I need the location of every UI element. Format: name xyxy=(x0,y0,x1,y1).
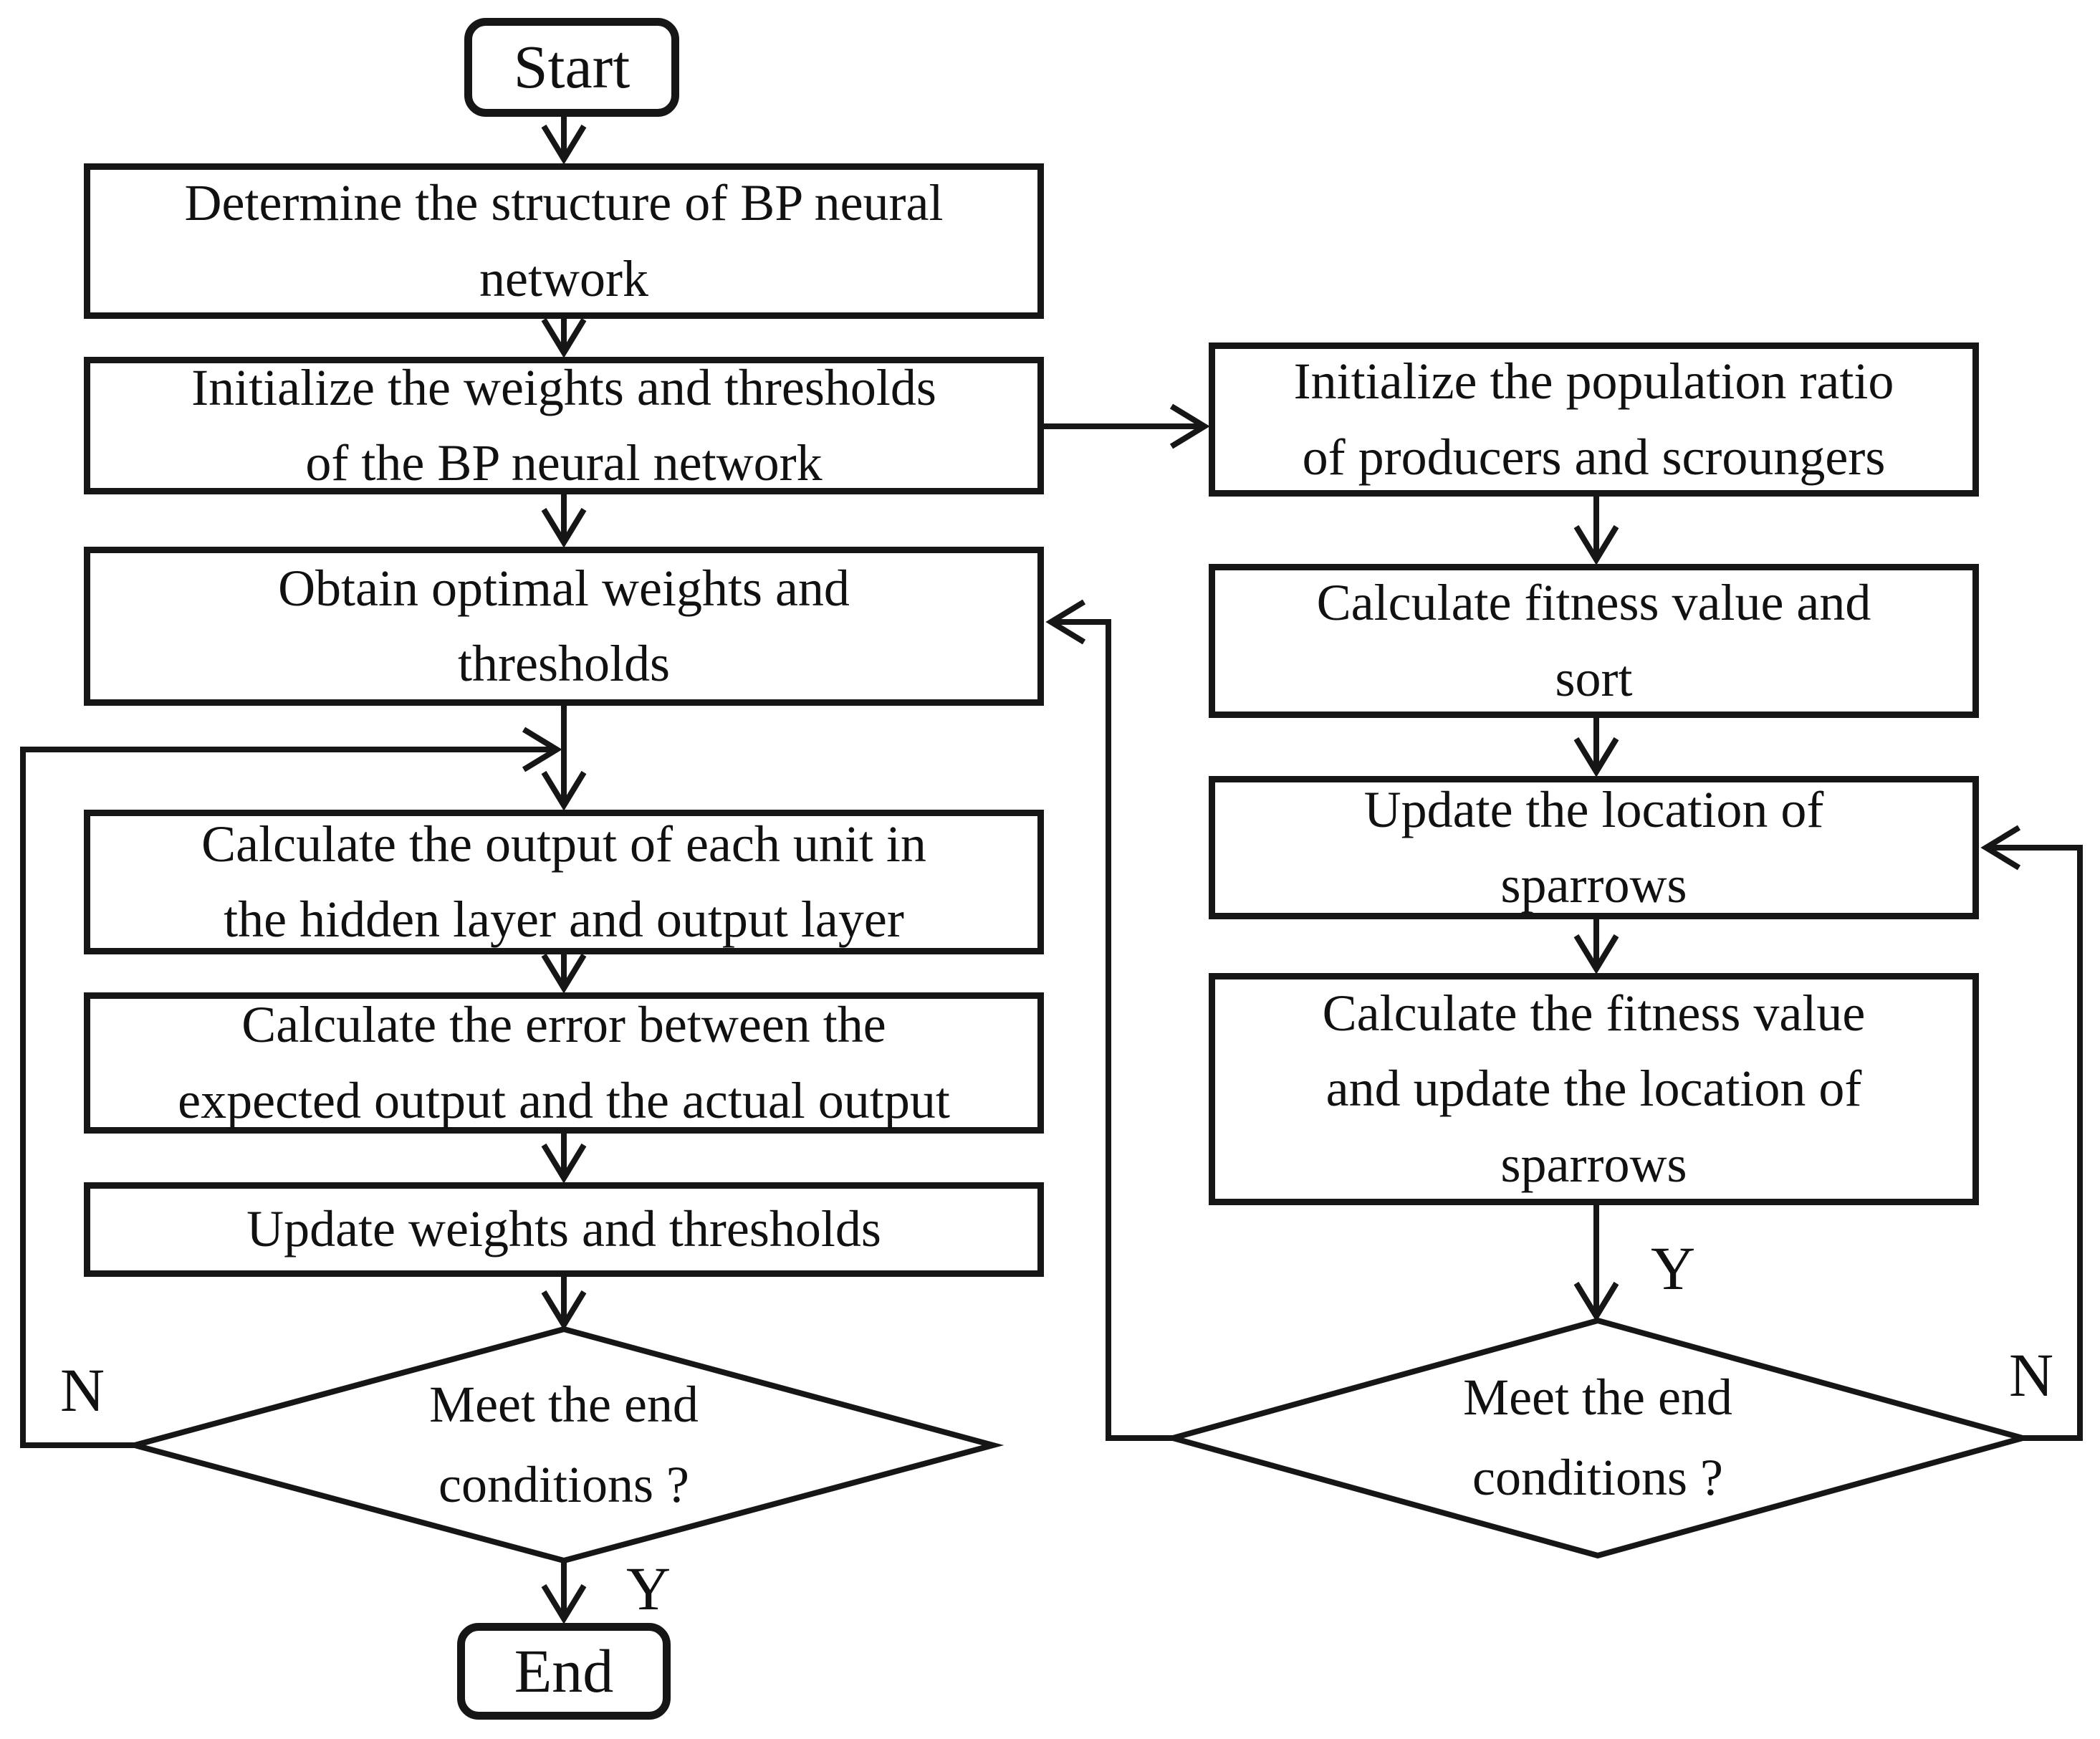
ssa-yes-branch-label: Y xyxy=(1650,1234,1696,1303)
bp-yes-branch-label: Y xyxy=(625,1554,671,1623)
initialize-weights-node: Initialize the weights and thresholds of… xyxy=(84,357,1044,494)
connector-ssadecision-to-obtain xyxy=(1045,599,1173,1441)
bp-decision-label: Meet the end conditions ? xyxy=(429,1376,699,1513)
connector-bpdecision-no-loop xyxy=(20,727,562,1448)
calc-error-node: Calculate the error between the expected… xyxy=(84,992,1044,1134)
calc-fitness-update-node: Calculate the fitness value and update t… xyxy=(1209,973,1979,1205)
start-node: Start xyxy=(464,18,679,117)
update-weights-node: Update weights and thresholds xyxy=(84,1182,1044,1277)
bp-no-branch-label: N xyxy=(59,1356,105,1424)
calc-unit-output-node: Calculate the output of each unit in the… xyxy=(84,810,1044,954)
determine-structure-node: Determine the structure of BP neural net… xyxy=(84,163,1044,319)
calc-fitness-sort-node: Calculate fitness value and sort xyxy=(1209,564,1979,718)
obtain-optimal-node: Obtain optimal weights and thresholds xyxy=(84,547,1044,706)
ssa-no-branch-label: N xyxy=(2008,1341,2054,1409)
bp-decision-diamond xyxy=(123,1326,1005,1564)
connector-ssadecision-no-loop xyxy=(1980,825,2083,1441)
update-location-node: Update the location of sparrows xyxy=(1209,776,1979,919)
init-population-node: Initialize the population ratio of produ… xyxy=(1209,342,1979,497)
ssa-decision-diamond xyxy=(1161,1317,2034,1559)
end-node: End xyxy=(457,1623,671,1720)
ssa-decision-label: Meet the end conditions ? xyxy=(1463,1369,1732,1506)
